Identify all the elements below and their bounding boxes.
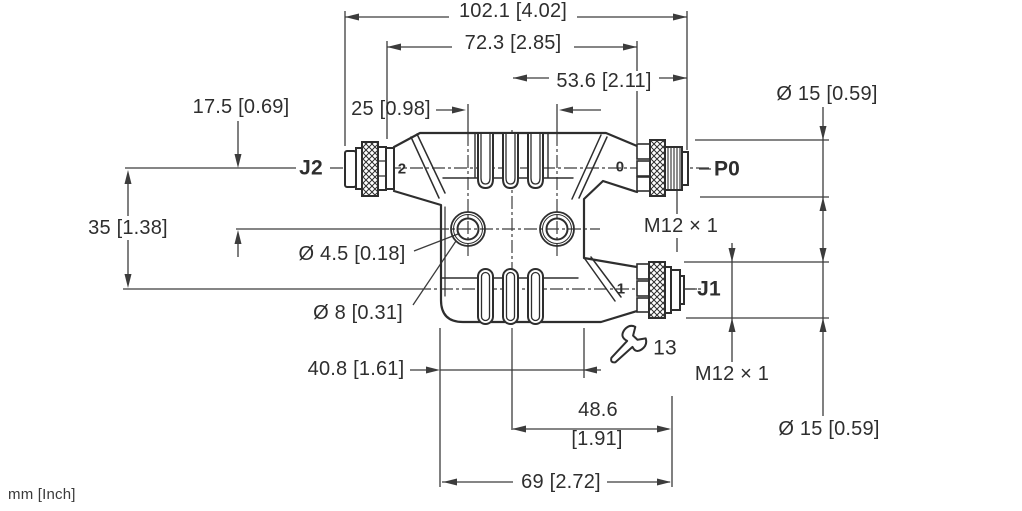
dim-port-offset: 35 [1.38] [84, 218, 172, 238]
port-label-p0: P0 [713, 157, 741, 181]
wrench-size-label: 13 [653, 336, 677, 360]
dim-length-72: 72.3 [2.85] [460, 33, 566, 53]
port-label-j2: J2 [299, 156, 323, 180]
p0-knurled-nut [649, 139, 666, 197]
body-ribs [477, 132, 544, 325]
dim-overall-length: 102.1 [4.02] [454, 1, 572, 21]
mounting-holes [450, 211, 575, 247]
j2-connector [344, 141, 395, 197]
dimension-lines [123, 11, 829, 487]
port-number-p0: 0 [615, 158, 625, 176]
dim-p0-thread: M12 × 1 [639, 216, 723, 236]
dim-j1-diameter: Ø 15 [0.59] [778, 418, 880, 440]
dim-mount-hole-dia: Ø 4.5 [0.18] [298, 243, 406, 265]
dim-body-length: 40.8 [1.61] [307, 358, 405, 380]
units-note: mm [Inch] [8, 486, 76, 503]
port-number-j2: 2 [397, 160, 407, 178]
dim-48-mm: 48.6 [578, 399, 618, 421]
dim-body-to-j1: 69 [2.72] [517, 472, 605, 492]
port-label-j1: J1 [697, 277, 721, 301]
dim-center-to-hole: 17.5 [0.69] [192, 96, 290, 118]
dim-boss-dia: Ø 8 [0.31] [313, 302, 403, 324]
dim-hole-spacing: 25 [0.98] [351, 98, 431, 120]
j1-connector [636, 261, 685, 319]
dimension-arrows [124, 13, 827, 486]
j2-knurled-nut [361, 141, 379, 197]
dim-p0-diameter: Ø 15 [0.59] [776, 83, 878, 105]
dim-48-in: [1.91] [571, 428, 623, 450]
dim-j1-thread: M12 × 1 [690, 364, 774, 384]
port-number-j1: 1 [616, 280, 626, 298]
j2-end-cap [344, 150, 357, 188]
wrench-icon [610, 324, 648, 364]
j1-knurled-nut [648, 261, 666, 319]
p0-connector [636, 139, 689, 197]
dim-length-53: 53.6 [2.11] [552, 71, 656, 91]
